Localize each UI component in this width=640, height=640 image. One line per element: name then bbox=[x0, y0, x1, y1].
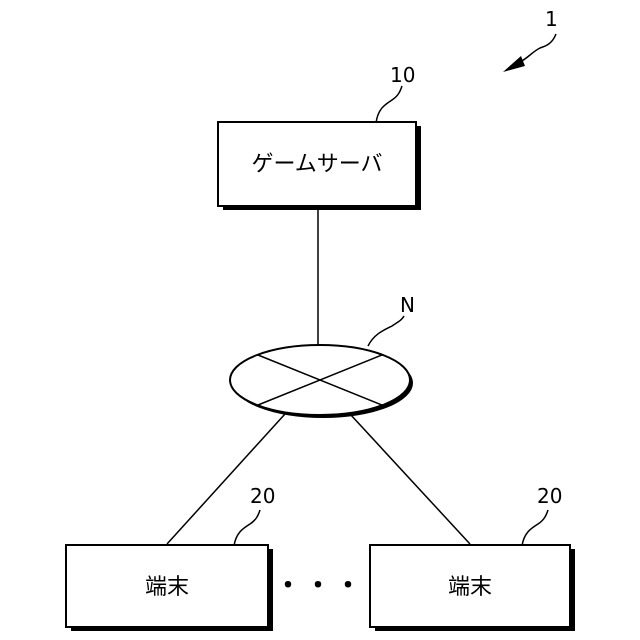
system-ref-arrowhead bbox=[503, 56, 525, 72]
system-ref-label: 1 bbox=[545, 7, 558, 31]
server-label: ゲームサーバ bbox=[251, 152, 382, 177]
network-terminal2-link bbox=[350, 414, 470, 544]
terminal-1-ref-label: 20 bbox=[250, 484, 275, 508]
system-ref-leader bbox=[520, 34, 556, 62]
terminal-2-ref-leader bbox=[522, 510, 548, 546]
network-terminal1-link bbox=[167, 414, 285, 544]
terminal-1-label: 端末 bbox=[145, 575, 189, 600]
terminal-2-ref-label: 20 bbox=[537, 484, 562, 508]
ellipsis: ・・・ bbox=[275, 571, 365, 601]
terminal-1-ref-leader bbox=[234, 510, 260, 546]
network-ref-label: N bbox=[400, 293, 415, 317]
network-ref-leader bbox=[368, 316, 404, 346]
terminal-2-label: 端末 bbox=[448, 575, 492, 600]
server-ref-leader bbox=[376, 86, 402, 123]
server-ref-label: 10 bbox=[390, 63, 415, 87]
